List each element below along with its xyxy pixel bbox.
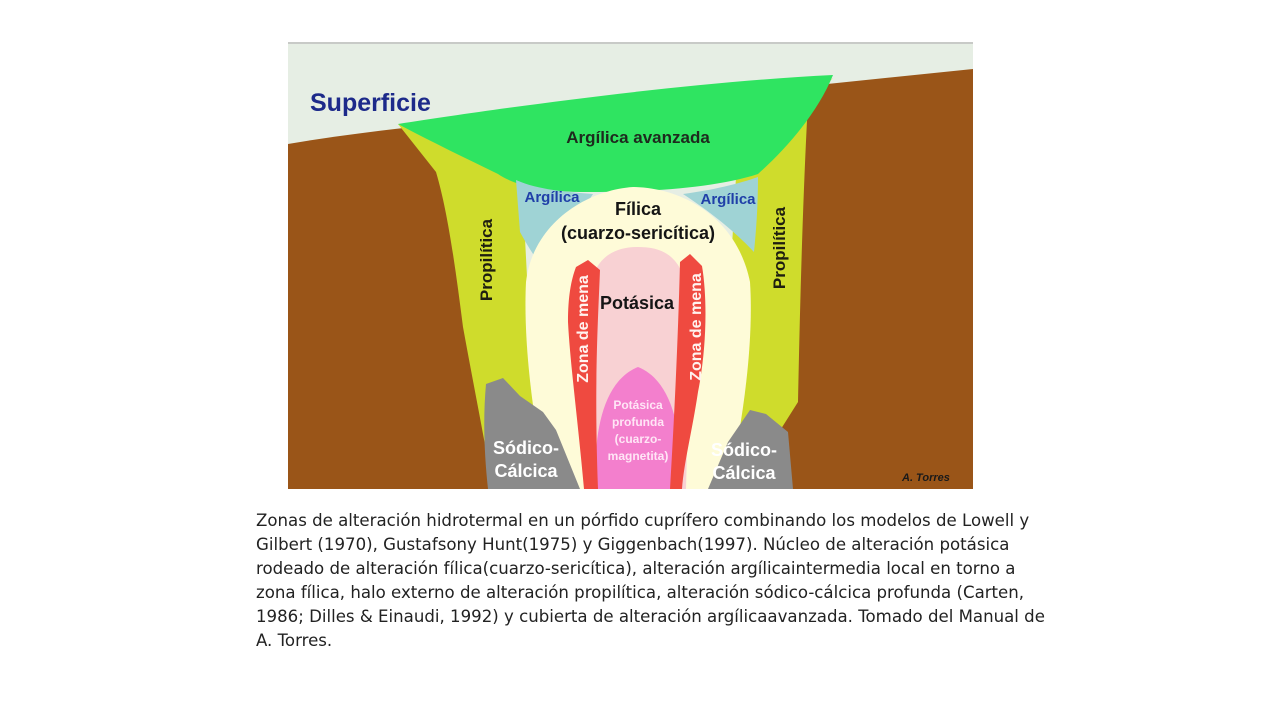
label-sodico-calcica-right: Sódico- Cálcica [711,440,777,483]
ore-zone-left [568,260,600,489]
label-propilitica-right: Propilítica [770,206,789,289]
label-sodico-calcica-right-line-1: Sódico- [711,440,777,460]
label-potasica-profunda-line-1: Potásica [613,398,663,412]
label-argilica-left: Argílica [524,189,580,206]
label-cuarzo-sericitica: (cuarzo-sericítica) [561,223,715,243]
credit-a-torres: A. Torres [901,472,950,484]
label-propilitica-left: Propilítica [477,218,496,301]
label-superficie: Superficie [310,89,431,117]
host-rock-left [288,122,493,489]
label-potasica: Potásica [600,293,675,313]
label-sodico-calcica-right-line-2: Cálcica [712,463,776,483]
label-sodico-calcica-left-line-1: Sódico- [493,438,559,458]
ore-zone-right [670,254,706,489]
label-potasica-profunda-line-3: (cuarzo- [615,432,662,446]
label-zona-de-mena-left: Zona de mena [575,275,592,383]
alteration-zones-diagram: Superficie Argílica avanzada Argílica Ar… [288,42,973,489]
sodic-calcic-zone-right [708,410,793,489]
label-potasica-profunda-line-4: magnetita) [608,449,669,463]
label-argilica-avanzada: Argílica avanzada [566,128,710,147]
argillic-zone-right [683,177,758,252]
label-potasica-profunda-line-2: profunda [612,415,664,429]
label-argilica-right: Argílica [700,191,756,208]
label-sodico-calcica-left-line-2: Cálcica [494,461,558,481]
label-sodico-calcica-left: Sódico- Cálcica [493,438,559,481]
label-potasica-profunda: Potásica profunda (cuarzo-magnetita) [608,398,669,463]
figure-caption: Zonas de alteración hidrotermal en un pó… [256,511,1045,650]
label-filica: Fílica [615,199,662,219]
label-zona-de-mena-right: Zona de mena [688,273,705,381]
deep-potassic-zone [595,367,681,489]
sodic-calcic-zone-left [484,378,580,489]
advanced-argillic-zone [398,75,833,192]
